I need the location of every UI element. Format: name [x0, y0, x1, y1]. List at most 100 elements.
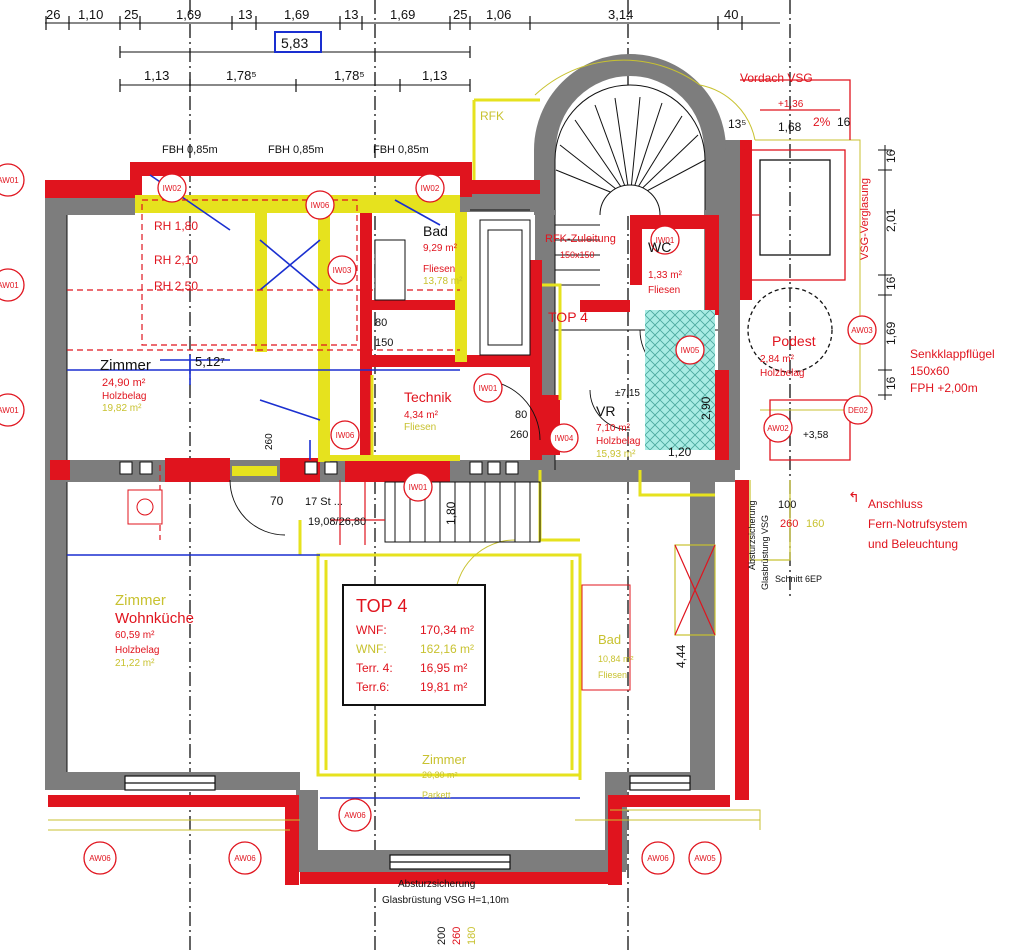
dim-top-9: 1,06 [486, 7, 511, 22]
dim-second-0: 1,13 [144, 68, 169, 83]
dim-misc-1: 1,68 [778, 120, 802, 134]
level-358: +3,58 [803, 430, 829, 441]
anschluss-marker-icon: ↰ [848, 489, 860, 505]
room-name: Podest [772, 333, 816, 349]
room-name-2: Wohnküche [115, 610, 194, 627]
stairs-label-b: 19,08/26,80 [308, 516, 366, 528]
terrace-roof [740, 79, 851, 461]
dim-second-2: 1,78⁵ [334, 68, 365, 83]
marker-aw01-3: AW01 [0, 406, 19, 415]
schnitt-label: Schnitt 6EP [775, 574, 822, 584]
dim-top-3: 1,69 [176, 7, 201, 22]
dim-misc-14: 150 [375, 337, 393, 349]
room-floor: Holzbelag [596, 436, 640, 447]
vsg-verglasung-label: VSG-Verglasung [859, 178, 871, 260]
marker-iw05-1: IW05 [681, 346, 700, 355]
room-floor: Holzbelag [760, 368, 804, 379]
red-dashed [67, 199, 460, 540]
dim-top-0: 26 [46, 7, 60, 22]
top4-row2-label: Terr. 4: [356, 661, 393, 675]
yellow-structure [135, 195, 467, 476]
senkklapp-label-1: Senkklappflügel [910, 347, 995, 361]
top4-row0-value: 170,34 m² [420, 623, 474, 637]
wall-markers [0, 163, 877, 875]
room-area2: 15,93 m² [596, 449, 636, 460]
room-name: WC [648, 239, 671, 255]
room-name: Technik [404, 389, 452, 405]
absturz-side-label-2: Glasbrüstung VSG [760, 515, 770, 590]
fbh-label-2: FBH 0,85m [373, 144, 429, 156]
rfk2-sub-label: 150x150 [560, 250, 595, 260]
marker-aw02-1: AW02 [767, 424, 789, 433]
room-area: 9,29 m² [423, 243, 458, 254]
room-area: 1,33 m² [648, 270, 683, 281]
top4-row0-label: WNF: [356, 623, 387, 637]
total-dim: 5,83 [281, 35, 308, 51]
room-zimmer-3: Zimmer 20,30 m² Parkett [422, 752, 467, 800]
room-name: Zimmer [115, 592, 166, 609]
room-area2: 21,22 m² [115, 658, 155, 669]
room-name: Zimmer [100, 357, 151, 374]
room-floor: Holzbelag [102, 391, 146, 402]
right-yellow [674, 480, 791, 636]
top4-title: TOP 4 [356, 596, 407, 616]
marker-iw06-2: IW06 [336, 431, 355, 440]
room-floor: Holzbelag [115, 645, 159, 656]
dim-top-11: 40 [724, 7, 738, 22]
dim-misc-20: 180 [466, 927, 478, 945]
level-136: +1,36 [778, 99, 804, 110]
room-floor: Fliesen [404, 422, 436, 433]
marker-de02-1: DE02 [848, 406, 869, 415]
dim-misc-6: 2,90 [699, 396, 713, 420]
marker-aw03-1: AW03 [851, 326, 873, 335]
top4-row1-value: 162,16 m² [420, 642, 474, 656]
room-area: 10,84 m² [598, 654, 634, 664]
marker-iw02-2: IW02 [421, 184, 440, 193]
top4-box-text: TOP 4 WNF: 170,34 m² WNF: 162,16 m² Terr… [356, 596, 474, 694]
rh-1: RH 2,10 [154, 253, 198, 267]
dim-top-7: 1,69 [390, 7, 415, 22]
dim-misc-3: 16 [837, 115, 851, 129]
stairs-label-a: 17 St ... [305, 496, 343, 508]
dim-text-top: 26 1,10 25 1,69 13 1,69 13 1,69 25 1,06 … [46, 7, 738, 22]
marker-labels: AW01 AW01 AW01 IW02 IW06 IW02 IW03 IW01 … [0, 176, 873, 863]
room-name: Bad [423, 223, 448, 239]
marker-aw06-2: AW06 [89, 854, 111, 863]
room-area: 24,90 m² [102, 377, 146, 389]
marker-aw06-4: AW06 [647, 854, 669, 863]
marker-iw06-1: IW06 [311, 201, 330, 210]
dim-misc-9: 160 [806, 518, 824, 530]
rh-labels: RH 1,80 RH 2,10 RH 2,50 [154, 219, 198, 293]
fbh-labels: FBH 0,85m FBH 0,85m FBH 0,85m [162, 144, 429, 156]
absturz-bottom-label: Absturzsicherung [398, 879, 475, 890]
dim-top-10: 3,14 [608, 7, 633, 22]
dim-misc-5: 1,20 [668, 445, 692, 459]
dim-misc-0: 13⁵ [728, 117, 746, 131]
yellow-lines [298, 98, 715, 780]
glas-bottom-label: Glasbrüstung VSG H=1,10m [382, 895, 509, 906]
blue-lines [67, 174, 580, 799]
top4-row3-value: 19,81 m² [420, 680, 467, 694]
room-area: 20,30 m² [422, 770, 458, 780]
windows [124, 775, 691, 870]
dim-text-second: 1,13 1,78⁵ 1,78⁵ 1,13 [144, 68, 447, 83]
marker-iw03-1: IW03 [333, 266, 352, 275]
dim-top-6: 13 [344, 7, 358, 22]
top4-row2-value: 16,95 m² [420, 661, 467, 675]
senkklapp-label-2: 150x60 [910, 364, 950, 378]
marker-aw05-1: AW05 [694, 854, 716, 863]
fixtures [119, 239, 519, 525]
room-name: VR [596, 403, 615, 419]
dim-top-8: 25 [453, 7, 467, 22]
room-vr: VR 7,10 m² Holzbelag 15,93 m² [596, 403, 640, 460]
top4-row3-label: Terr.6: [356, 680, 389, 694]
dim-misc-4: 5,12⁷ [195, 354, 225, 369]
marker-aw01-1: AW01 [0, 176, 19, 185]
dim-misc-10: 70 [270, 494, 284, 508]
room-area: 4,34 m² [404, 410, 439, 421]
vordach-label: Vordach VSG [740, 71, 813, 85]
dim-misc-11: 1,80 [444, 501, 458, 525]
anschluss-label-2: Fern-Notrufsystem [868, 517, 967, 531]
room-floor: Parkett [422, 790, 451, 800]
